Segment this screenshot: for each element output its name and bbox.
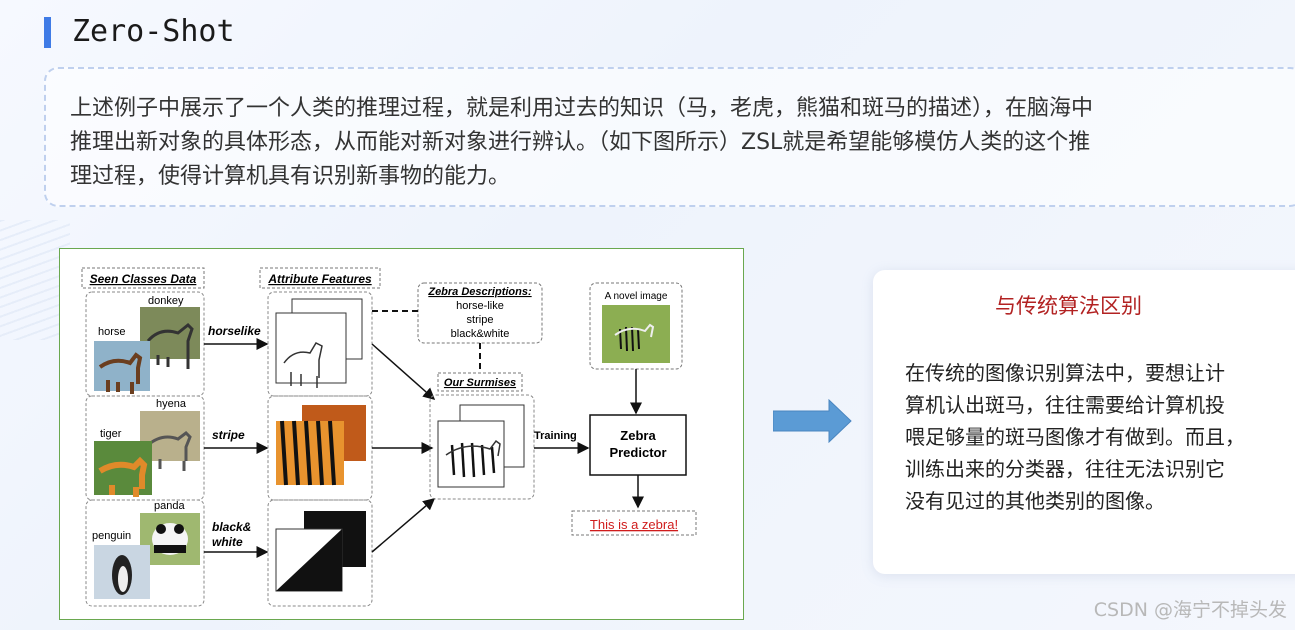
attribute-horselike: horselike (208, 324, 261, 338)
comparison-card (873, 270, 1295, 574)
predictor-label-2: Predictor (609, 445, 666, 460)
label-tiger: tiger (100, 428, 122, 440)
penguin-belly (118, 566, 128, 592)
label-penguin: penguin (92, 530, 131, 542)
panda-ear-left (156, 524, 166, 534)
intro-line: 推理出新对象的具体形态，从而能对新对象进行辨认。（如下图所示）ZSL就是希望能够… (70, 130, 1091, 155)
zebra-predictor-box (589, 414, 687, 476)
surmise-panel (429, 394, 535, 500)
training-label: Training (534, 430, 577, 442)
page-title: Zero-Shot (72, 14, 235, 49)
card-line: 喂足够量的斑马图像才有做到。而且， (905, 425, 1245, 449)
intro-line: 上述例子中展示了一个人类的推理过程，就是利用过去的知识（马，老虎，熊猫和斑马的描… (70, 96, 1094, 121)
panda-legs (154, 545, 186, 553)
hyena-silhouette (147, 431, 192, 471)
intro-box (44, 67, 1295, 207)
card-title: 与传统算法区别 (995, 294, 1142, 318)
label-hyena: hyena (156, 398, 187, 410)
horselike-card-front (275, 312, 347, 384)
seen-classes-title-box (81, 267, 205, 289)
background-decoration (0, 220, 70, 340)
title-accent-bar (44, 17, 51, 48)
label-panda: panda (154, 500, 185, 512)
zebra-sketch-outline (445, 439, 501, 457)
intro-text: 上述例子中展示了一个人类的推理过程，就是利用过去的知识（马，老虎，熊猫和斑马的描… (70, 92, 1275, 194)
card-line: 算机认出斑马，往往需要给计算机投 (905, 393, 1225, 417)
result-text: This is a zebra! (590, 517, 678, 532)
tiger-silhouette (98, 456, 148, 497)
attribute-features-title-box (259, 267, 381, 289)
card-line: 在传统的图像识别算法中，要想让计 (905, 361, 1225, 385)
zebra-desc-line-1: horse-like (456, 300, 504, 312)
zero-shot-diagram: Seen Classes Data Attribute Features don… (81, 267, 697, 607)
bw-triangle (276, 529, 342, 591)
donkey-silhouette (146, 322, 194, 369)
zebra-descriptions-title: Zebra Descriptions: (427, 286, 532, 298)
stripe-pattern (280, 420, 336, 486)
card-text: 在传统的图像识别算法中，要想让计 算机认出斑马，往往需要给计算机投 喂足够量的斑… (905, 357, 1285, 517)
novel-zebra-photo (602, 305, 670, 363)
label-donkey: donkey (148, 295, 184, 307)
seen-classes-title: Seen Classes Data (90, 272, 197, 286)
horse-sketch (283, 342, 323, 388)
novel-image-label: A novel image (605, 291, 668, 302)
arrow-features-to-surmise-1 (371, 343, 436, 400)
watermark: CSDN @海宁不掉头发 (1093, 599, 1287, 621)
our-surmises-title: Our Surmises (444, 377, 516, 389)
attribute-features-title: Attribute Features (267, 272, 372, 286)
attribute-black-white-2: white (212, 535, 243, 549)
horse-silhouette (98, 352, 143, 394)
right-arrow-icon (773, 399, 852, 443)
intro-line: 理过程，使得计算机具有识别新事物的能力。 (70, 164, 511, 189)
zebra-desc-line-2: stripe (467, 314, 494, 326)
label-horse: horse (98, 326, 126, 338)
zebra-descriptions-box (417, 282, 543, 344)
attribute-stripe: stripe (212, 428, 245, 442)
attribute-panel-3 (267, 499, 373, 607)
our-surmises-title-box (437, 372, 523, 392)
arrow-features-to-surmise-3 (371, 498, 436, 553)
card-line: 训练出来的分类器，往往无法识别它 (905, 457, 1225, 481)
attribute-black-white-1: black& (212, 520, 251, 534)
result-box (571, 510, 697, 536)
zero-shot-diagram-figure: Seen Classes Data Attribute Features don… (59, 248, 744, 620)
predictor-label-1: Zebra (620, 428, 656, 443)
card-line: 没有见过的其他类别的图像。 (905, 489, 1165, 513)
seen-class-panel-3 (85, 499, 205, 607)
panda-ear-right (174, 524, 184, 534)
novel-zebra-outline (614, 323, 655, 338)
zebra-sketch-stripes (450, 442, 496, 478)
zebra-desc-line-3: black&white (451, 328, 510, 340)
